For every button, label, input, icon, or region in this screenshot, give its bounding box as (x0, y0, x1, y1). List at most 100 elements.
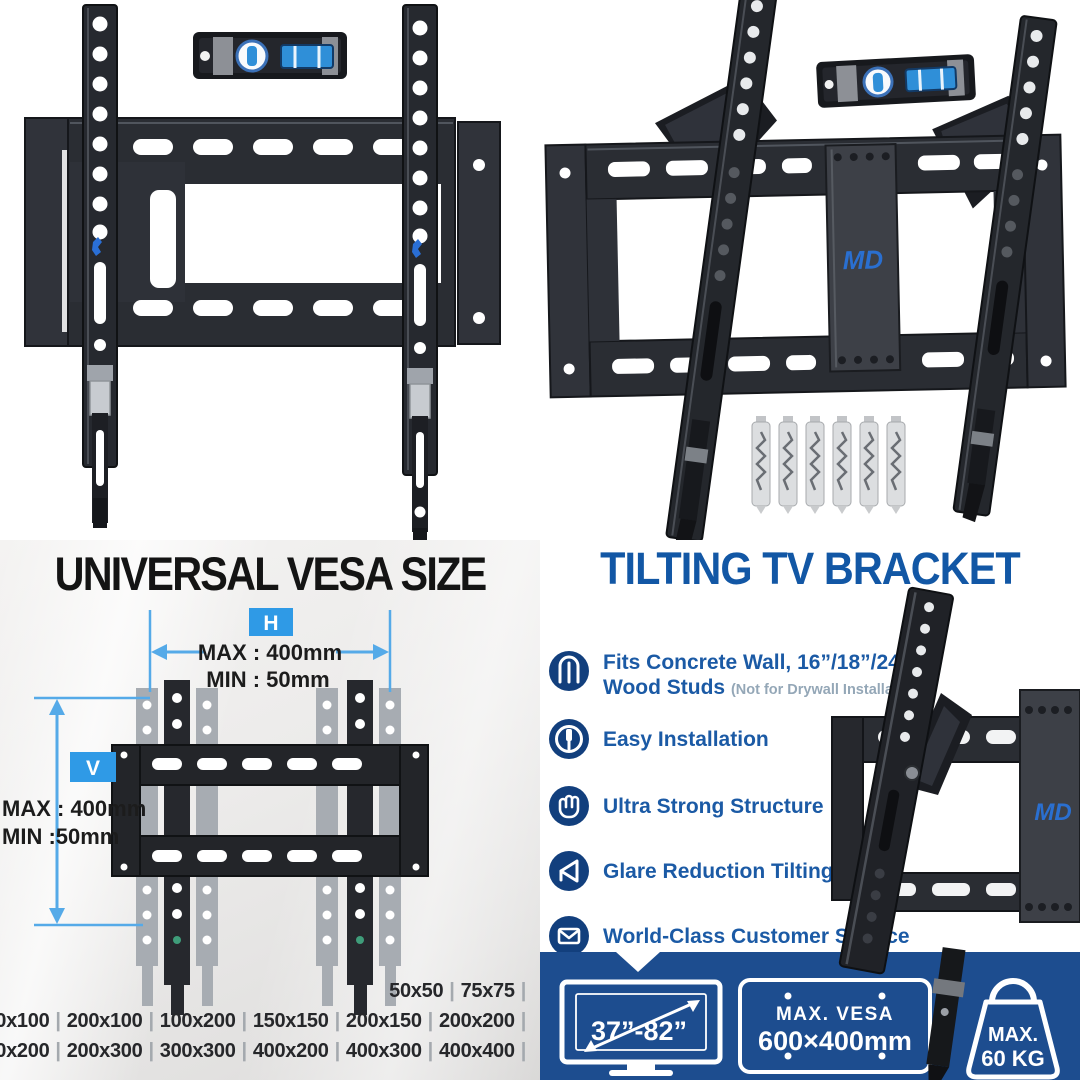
easy-installation-icon (549, 719, 589, 759)
tilting-mount-assembly: MD (544, 0, 1067, 540)
diagonal-arrow (587, 1000, 697, 1052)
size-separator: | (241, 1040, 248, 1062)
arm-hole-column-lower (714, 167, 740, 282)
v-dimension: V MAX : 400mm MIN :50mm (2, 696, 150, 927)
max-vesa-label: MAX. VESA (776, 1004, 894, 1025)
vesa-size: 400x400 (438, 1040, 515, 1062)
weight-handle (989, 978, 1037, 1003)
arm-hole-column (412, 20, 428, 244)
mounting-dream-logo: MD (842, 244, 883, 275)
size-separator: | (427, 1010, 434, 1032)
wood-studs-icon (549, 651, 589, 691)
h-dimension: H MAX : 400mm MIN : 50mm (148, 608, 392, 692)
fixed-bracket-illustration (24, 4, 501, 540)
tilting-panel-title: TILTING TV BRACKET (600, 543, 1021, 594)
panel-tilting-bracket-photo: MD (540, 0, 1080, 540)
vesa-size: 100x200 (159, 1010, 236, 1032)
feature-text: Glare Reduction Tilting (603, 859, 834, 883)
size-separator: | (520, 980, 527, 1002)
tilting-bracket-closeup: MD (831, 586, 1080, 1080)
arm-hole-column-lower (862, 868, 885, 944)
mounting-dream-logo-mark (92, 237, 102, 256)
tv-size-badge: 37”-82” (559, 979, 723, 1076)
v-max-label: MAX : 400mm (2, 796, 146, 821)
vesa-size: 300x300 (159, 1040, 236, 1062)
vesa-size: 200x300 (66, 1040, 143, 1062)
size-separator: | (520, 1040, 527, 1062)
h-badge-label: H (263, 612, 278, 635)
v-badge-label: V (86, 757, 100, 780)
vesa-arm-current-positions (164, 680, 373, 1015)
closeup-arm-strap (926, 947, 966, 1080)
spec-strip: 37”-82” MAX. VESA 600×400mm MAX. 60 KG (540, 952, 1080, 1080)
panel-universal-vesa-size: UNIVERSAL VESA SIZE (0, 540, 540, 1080)
max-vesa-badge: MAX. VESA 600×400mm (738, 978, 932, 1074)
center-plate-screws (833, 152, 894, 365)
vesa-size-row: 100x100|200x100|100x200|150x150|200x150|… (0, 1006, 532, 1036)
feature-strong-structure: Ultra Strong Structure (548, 785, 824, 827)
vesa-size: 400x200 (252, 1040, 329, 1062)
feature-text: Fits Concrete Wall, 16”/18”/24” (603, 651, 911, 674)
tilting-vesa-arm-right (952, 15, 1058, 523)
panel-fixed-bracket-photo (0, 0, 540, 540)
arm-hole-column (900, 602, 935, 742)
closeup-rivets (1025, 706, 1072, 911)
spec-badges: 37”-82” MAX. VESA 600×400mm MAX. 60 KG (559, 978, 1060, 1080)
size-separator: | (148, 1040, 154, 1062)
h-max-label: MAX : 400mm (198, 640, 342, 665)
tilt-hinge-bolt (904, 765, 920, 781)
tilting-vesa-arm-left (665, 0, 778, 540)
h-badge (249, 608, 293, 636)
vesa-size: 200x100 (66, 1010, 143, 1032)
vesa-size: 400x300 (345, 1040, 422, 1062)
feature-easy-installation: Easy Installation (548, 718, 769, 760)
glare-reduction-icon (549, 851, 589, 891)
tilting-bracket-illustration: MD (544, 0, 1067, 540)
feature-text: Ultra Strong Structure (603, 794, 824, 818)
vesa-size-row: 50x50|75x75| (0, 976, 532, 1006)
strong-structure-icon (549, 786, 589, 826)
max-weight-value: 60 KG (981, 1046, 1045, 1071)
strip-pointer-notch (616, 952, 660, 972)
feature-text: Easy Installation (603, 727, 769, 751)
size-separator: | (334, 1010, 341, 1032)
arm-hole-column (1016, 29, 1043, 145)
size-separator: | (449, 980, 455, 1002)
closeup-vesa-arm (838, 586, 954, 975)
feature-customer-service: World-Class Customer Service (548, 915, 910, 957)
max-vesa-value: 600×400mm (758, 1026, 912, 1056)
size-separator: | (520, 1010, 527, 1032)
size-separator: | (241, 1010, 248, 1032)
max-weight-badge: MAX. 60 KG (966, 978, 1060, 1080)
arm-hole-column (733, 0, 763, 141)
v-min-label: MIN :50mm (2, 824, 119, 849)
vesa-size: 300x200 (0, 1040, 50, 1062)
feature-wood-studs: Fits Concrete Wall, 16”/18”/24” Wood Stu… (548, 650, 924, 703)
mounting-dream-logo: MD (1034, 799, 1071, 826)
vesa-size-row: 300x200|200x300|300x300|400x200|400x300|… (0, 1036, 532, 1066)
feature-text-strong: Wood Studs (603, 676, 726, 699)
fixed-vesa-arm-left (82, 4, 118, 528)
vesa-size: 75x75 (460, 980, 515, 1002)
max-weight-label: MAX. (988, 1024, 1038, 1046)
weight-body (966, 999, 1060, 1080)
h-min-label: MIN : 50mm (206, 667, 329, 692)
fixed-wall-plate (24, 117, 501, 347)
wall-anchors (751, 416, 906, 514)
vesa-size: 200x200 (438, 1010, 515, 1032)
fixed-vesa-arm-right (402, 4, 438, 540)
mounting-dream-logo-mark (412, 239, 422, 258)
size-separator: | (148, 1010, 154, 1032)
customer-service-icon (549, 916, 589, 956)
tv-stand-neck (627, 1062, 655, 1070)
feature-text: World-Class Customer Service (603, 924, 910, 948)
vesa-size: 100x100 (0, 1010, 50, 1032)
vesa-size: 200x150 (345, 1010, 422, 1032)
panel-tilting-features: TILTING TV BRACKET Fits Concrete Wall, 1… (540, 540, 1080, 1080)
size-separator: | (55, 1040, 61, 1062)
size-separator: | (55, 1010, 61, 1032)
vesa-size-list: 50x50|75x75| 100x100|200x100|100x200|150… (0, 976, 532, 1066)
vesa-size: 50x50 (389, 980, 444, 1002)
feature-glare-reduction: Glare Reduction Tilting (548, 850, 834, 892)
